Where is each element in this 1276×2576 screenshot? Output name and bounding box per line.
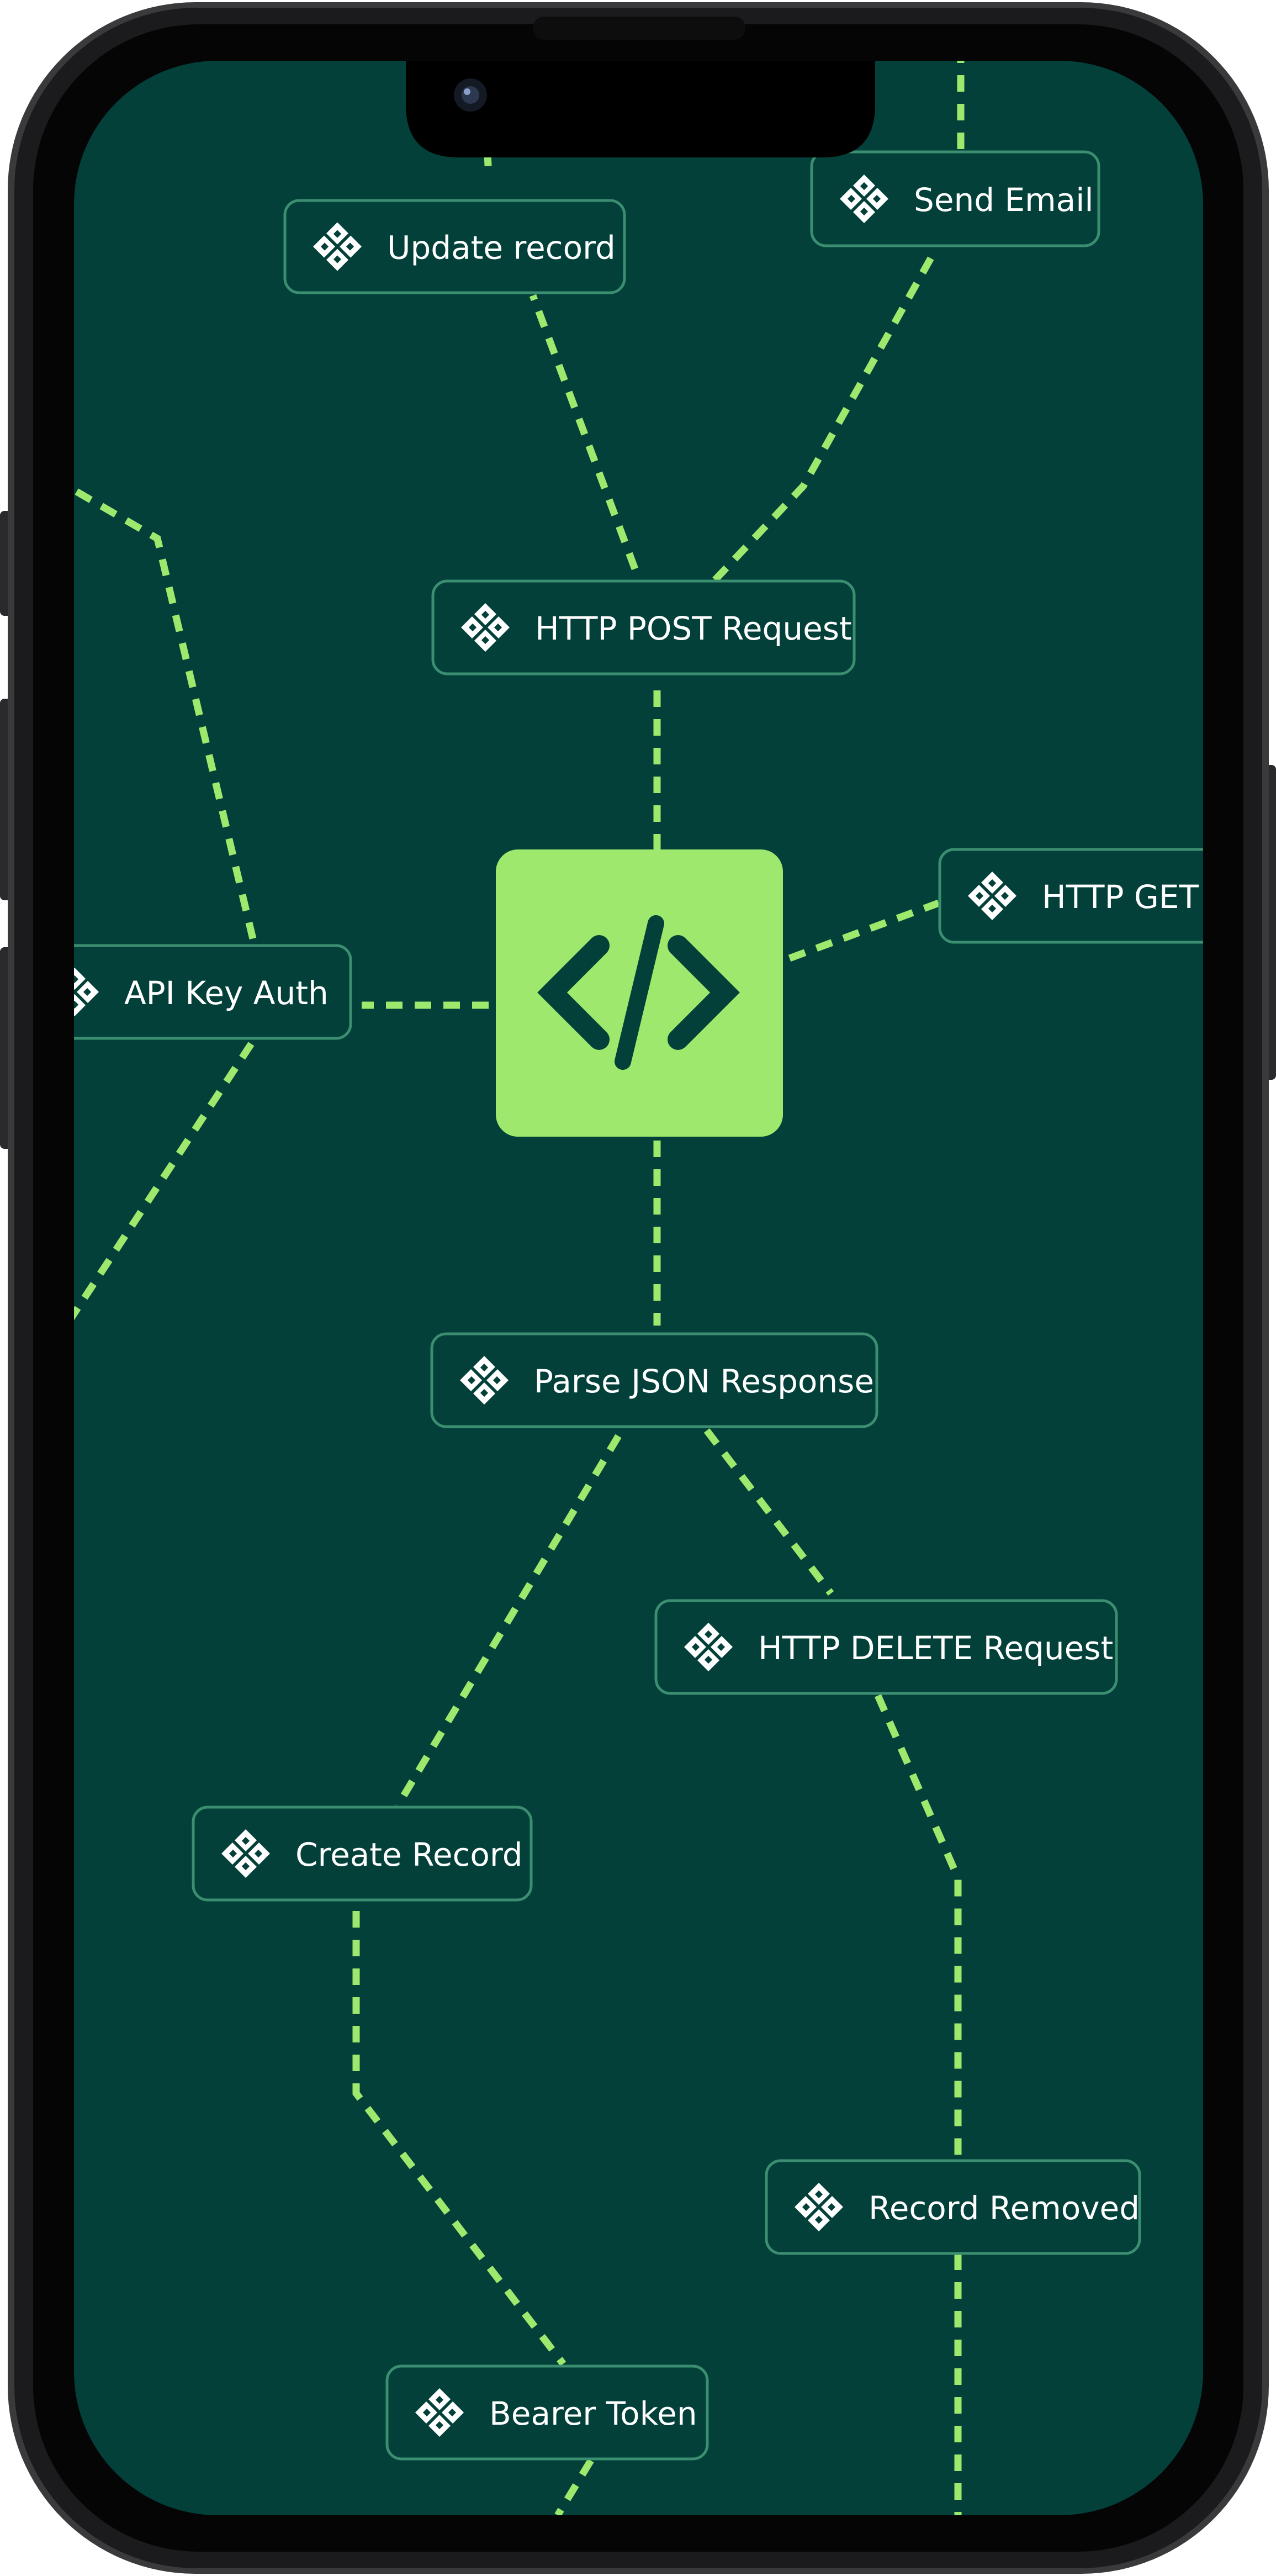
node-send-email[interactable]: Send Email	[810, 150, 1100, 247]
node-label: HTTP POST Request	[535, 610, 852, 647]
code-node[interactable]	[496, 849, 783, 1137]
node-bearer-token[interactable]: Bearer Token	[385, 2364, 709, 2461]
node-label: Record Removed	[869, 2189, 1140, 2227]
node-label: Send Email	[914, 181, 1093, 219]
node-create-record[interactable]: Create Record	[192, 1806, 533, 1902]
connector-line	[703, 1428, 834, 1596]
connector-line	[529, 294, 639, 571]
node-http-get[interactable]: HTTP GET	[938, 848, 1238, 944]
node-label: HTTP DELETE Request	[758, 1629, 1113, 1667]
connector-lines	[74, 61, 965, 2515]
connector-line	[712, 252, 936, 583]
connector-line	[352, 1911, 566, 2366]
node-parse-json[interactable]: Parse JSON Response	[430, 1332, 878, 1428]
node-api-key-auth[interactable]: API Key Auth	[22, 944, 352, 1040]
node-label: Update record	[387, 229, 616, 267]
connector-line	[554, 2458, 594, 2515]
connector-line	[875, 1694, 962, 2157]
connector-line	[479, 63, 493, 177]
connector-line	[394, 1434, 622, 1808]
notch	[398, 61, 875, 157]
node-update-record[interactable]: Update record	[283, 199, 626, 294]
connector-line	[74, 485, 263, 968]
node-label: Create Record	[295, 1836, 523, 1873]
node-label: API Key Auth	[124, 974, 329, 1012]
node-label: Parse JSON Response	[534, 1363, 874, 1400]
code-brackets-icon	[537, 915, 740, 1070]
node-label: HTTP GET	[1042, 878, 1199, 916]
node-label: Bearer Token	[489, 2395, 697, 2432]
node-record-removed[interactable]: Record Removed	[765, 2159, 1141, 2255]
node-http-delete[interactable]: HTTP DELETE Request	[654, 1599, 1118, 1695]
node-http-post[interactable]: HTTP POST Request	[431, 579, 856, 675]
